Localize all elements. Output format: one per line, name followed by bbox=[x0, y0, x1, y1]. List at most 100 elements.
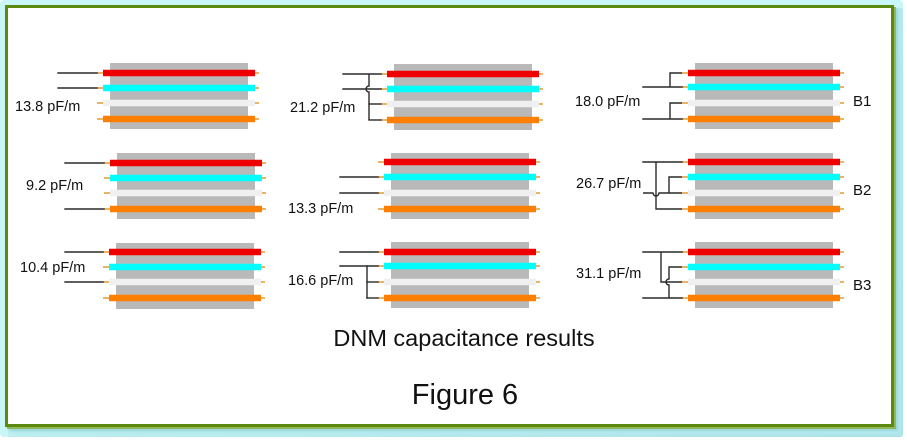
config-tag: B2 bbox=[853, 182, 871, 199]
pin-right-white bbox=[261, 281, 265, 283]
conductor-red bbox=[103, 69, 255, 77]
pin-right-orange bbox=[840, 208, 844, 210]
pin-right-cyan bbox=[536, 176, 540, 178]
pin-right-red bbox=[840, 251, 844, 253]
pin-right-cyan bbox=[539, 88, 543, 90]
conductor-cyan bbox=[688, 83, 840, 91]
pin-left-red bbox=[682, 72, 688, 74]
pin-right-cyan bbox=[840, 86, 844, 88]
conductor-white bbox=[387, 100, 539, 108]
pin-right-red bbox=[536, 161, 540, 163]
pin-left-white bbox=[682, 102, 688, 104]
pin-right-orange bbox=[255, 118, 259, 120]
pin-right-cyan bbox=[536, 265, 540, 267]
capacitance-label: 21.2 pF/m bbox=[290, 100, 355, 116]
pin-right-white bbox=[840, 192, 844, 194]
panel-r3c3: 31.1 pF/mB3 bbox=[576, 242, 871, 308]
conductor-orange bbox=[384, 294, 536, 302]
config-tag: B1 bbox=[853, 93, 871, 110]
pin-right-cyan bbox=[262, 177, 266, 179]
pin-left-white bbox=[103, 281, 109, 283]
conductor-cyan bbox=[688, 263, 840, 271]
pin-right-red bbox=[840, 72, 844, 74]
conductor-white bbox=[384, 278, 536, 286]
pin-right-cyan bbox=[261, 266, 265, 268]
conductor-cyan bbox=[109, 263, 261, 271]
conductor-red bbox=[688, 248, 840, 256]
capacitance-label: 26.7 pF/m bbox=[576, 176, 641, 192]
panel-grid: 13.8 pF/m 21.2 pF/m 18.0 pF/m B1 9.2 pF/m 13.… bbox=[15, 63, 871, 309]
pin-left-orange bbox=[381, 119, 387, 121]
conductor-red bbox=[109, 248, 261, 256]
conductor-cyan bbox=[384, 262, 536, 270]
conductor-cyan bbox=[384, 173, 536, 181]
panel-r2c2: 13.3 pF/m bbox=[288, 153, 540, 219]
bus-wire-b bbox=[668, 176, 682, 193]
pin-left-white bbox=[682, 281, 688, 283]
conductor-white bbox=[109, 278, 261, 286]
pin-left-cyan bbox=[682, 266, 688, 268]
pin-left-red bbox=[682, 251, 688, 253]
bus-wire-a bbox=[669, 72, 682, 87]
pin-right-orange bbox=[840, 297, 844, 299]
pin-left-orange bbox=[682, 297, 688, 299]
pin-left-orange bbox=[682, 118, 688, 120]
pin-left-white bbox=[381, 103, 387, 105]
conductor-orange bbox=[103, 115, 255, 123]
pin-right-cyan bbox=[255, 87, 259, 89]
pin-right-orange bbox=[539, 119, 543, 121]
conductor-orange bbox=[384, 205, 536, 213]
conductor-red bbox=[384, 158, 536, 166]
conductor-red bbox=[384, 248, 536, 256]
figure-title: Figure 6 bbox=[412, 379, 518, 411]
figure-caption: DNM capacitance results bbox=[333, 325, 594, 351]
pin-right-white bbox=[539, 103, 543, 105]
pin-right-white bbox=[255, 102, 259, 104]
conductor-orange bbox=[688, 205, 840, 213]
panel-r2c3: 26.7 pF/m B2 bbox=[576, 153, 871, 219]
pin-left-cyan bbox=[682, 86, 688, 88]
conductor-white bbox=[688, 278, 840, 286]
conductor-white bbox=[688, 99, 840, 107]
conductor-orange bbox=[387, 116, 539, 124]
pin-left-red bbox=[378, 251, 384, 253]
conductor-cyan bbox=[387, 85, 539, 93]
pin-right-red bbox=[840, 161, 844, 163]
pin-right-orange bbox=[262, 208, 266, 210]
panel-r3c1: 10.4 pF/m bbox=[20, 243, 265, 309]
pin-right-cyan bbox=[840, 176, 844, 178]
pin-left-cyan bbox=[682, 176, 688, 178]
conductor-white bbox=[110, 189, 262, 197]
conductor-orange bbox=[688, 294, 840, 302]
panel-r1c1: 13.8 pF/m bbox=[15, 63, 259, 129]
pin-left-red bbox=[97, 72, 103, 74]
conductor-cyan bbox=[110, 174, 262, 182]
capacitance-label: 9.2 pF/m bbox=[26, 178, 83, 194]
pin-right-red bbox=[255, 72, 259, 74]
conductor-white bbox=[688, 189, 840, 197]
conductor-orange bbox=[109, 294, 261, 302]
config-tag: B3 bbox=[853, 277, 871, 294]
bus-wire-a bbox=[660, 252, 682, 283]
capacitance-label: 13.8 pF/m bbox=[15, 99, 80, 115]
pin-right-red bbox=[261, 251, 265, 253]
pin-right-orange bbox=[536, 297, 540, 299]
pin-right-red bbox=[262, 162, 266, 164]
bus-wire-a bbox=[655, 162, 682, 210]
bus-wire-a bbox=[365, 74, 370, 120]
pin-left-white bbox=[378, 192, 384, 194]
capacitance-label: 10.4 pF/m bbox=[20, 260, 85, 276]
capacitance-label: 31.1 pF/m bbox=[576, 266, 641, 282]
pin-right-orange bbox=[261, 297, 265, 299]
pin-left-white bbox=[97, 102, 103, 104]
pin-left-white bbox=[378, 281, 384, 283]
pin-left-orange bbox=[682, 208, 688, 210]
conductor-cyan bbox=[103, 84, 255, 92]
conductor-orange bbox=[110, 205, 262, 213]
bus-wire-b bbox=[669, 102, 682, 119]
pin-left-cyan bbox=[378, 265, 384, 267]
pin-right-red bbox=[536, 251, 540, 253]
capacitance-label: 18.0 pF/m bbox=[575, 94, 640, 110]
conductor-red bbox=[110, 159, 262, 167]
